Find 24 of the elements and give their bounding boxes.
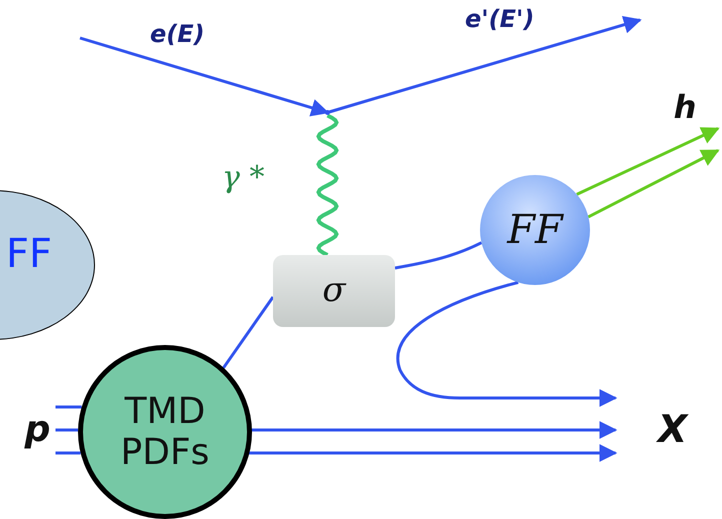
- edge-label: e'(E'): [465, 5, 534, 33]
- node-label: FF: [507, 207, 563, 253]
- arrow: [576, 127, 720, 196]
- cross-section-box: [273, 255, 395, 327]
- edge-label: e(E): [150, 20, 205, 48]
- node-label: TMD PDFs: [120, 390, 210, 474]
- wavy-line: [316, 114, 339, 257]
- line: [56, 452, 81, 454]
- line: [222, 296, 274, 369]
- line: [56, 428, 78, 432]
- particle-label: h: [674, 89, 696, 126]
- line: [394, 241, 482, 270]
- edge-label: γ *: [222, 160, 264, 195]
- node-label: FF: [6, 231, 52, 277]
- arrow: [396, 280, 618, 407]
- arrow: [327, 16, 642, 114]
- arrow: [249, 444, 618, 462]
- arrow: [588, 149, 720, 218]
- node-label: σ: [322, 271, 346, 311]
- particle-label: X: [658, 408, 688, 452]
- particle-label: p: [24, 409, 50, 451]
- arrow: [251, 421, 618, 439]
- line: [56, 406, 82, 408]
- vertex-dot: [325, 110, 330, 115]
